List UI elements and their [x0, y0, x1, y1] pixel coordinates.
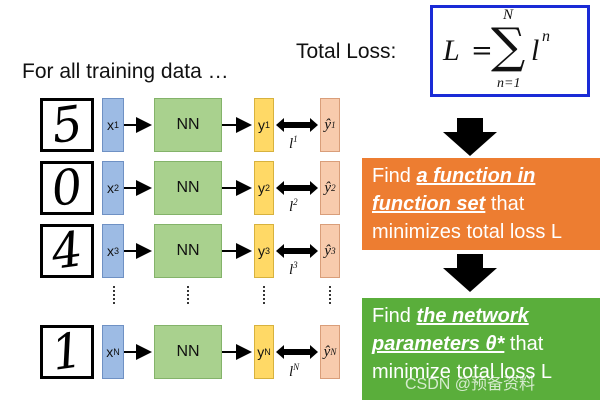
- nn-box-3: NN: [154, 224, 222, 278]
- double-arrow-N: [276, 345, 318, 359]
- total-loss-label: Total Loss:: [296, 40, 397, 63]
- double-arrow-3: [276, 244, 318, 258]
- find-parameters-callout: Find the network parameters θ* that mini…: [362, 298, 600, 400]
- sigma-icon: ∑: [491, 18, 526, 74]
- ellipsis-y: ·····: [255, 284, 275, 304]
- nn-box-1: NN: [154, 98, 222, 152]
- network-parameters-emphasis: the network parameters θ*: [372, 305, 529, 355]
- digit-image-2: 0: [40, 158, 94, 218]
- ellipsis-nn: ·····: [179, 284, 199, 304]
- formula-term: l: [531, 34, 540, 67]
- formula-term-sup: n: [542, 28, 550, 45]
- formula-equals: =: [471, 36, 493, 66]
- watermark: CSDN @预备资料: [405, 376, 536, 393]
- loss-label-3: l3: [289, 260, 298, 278]
- loss-label-2: l2: [289, 197, 298, 215]
- formula-lower: n=1: [497, 76, 521, 91]
- loss-label-1: l1: [289, 134, 298, 152]
- nn-box-N: NN: [154, 325, 222, 379]
- find-function-callout: Find a function in function set that min…: [362, 158, 600, 250]
- formula-L: L: [443, 34, 460, 67]
- loss-label-N: lN: [289, 362, 300, 380]
- digit-image-1: 5: [40, 95, 94, 155]
- double-arrow-1: [276, 118, 318, 132]
- double-arrow-2: [276, 181, 318, 195]
- ellipsis-x: ·····: [105, 284, 125, 304]
- ellipsis-yhat: ·····: [321, 284, 341, 304]
- heading: For all training data …: [22, 60, 229, 83]
- digit-image-N: 1: [40, 322, 94, 382]
- formula-upper: N: [503, 7, 514, 23]
- down-arrow-1: [443, 118, 497, 156]
- function-set-emphasis: a function in function set: [372, 165, 536, 215]
- digit-image-3: 4: [40, 221, 94, 281]
- nn-box-2: NN: [154, 161, 222, 215]
- down-arrow-2: [443, 254, 497, 292]
- total-loss-formula: L = N ∑ n=1 l n: [430, 5, 590, 97]
